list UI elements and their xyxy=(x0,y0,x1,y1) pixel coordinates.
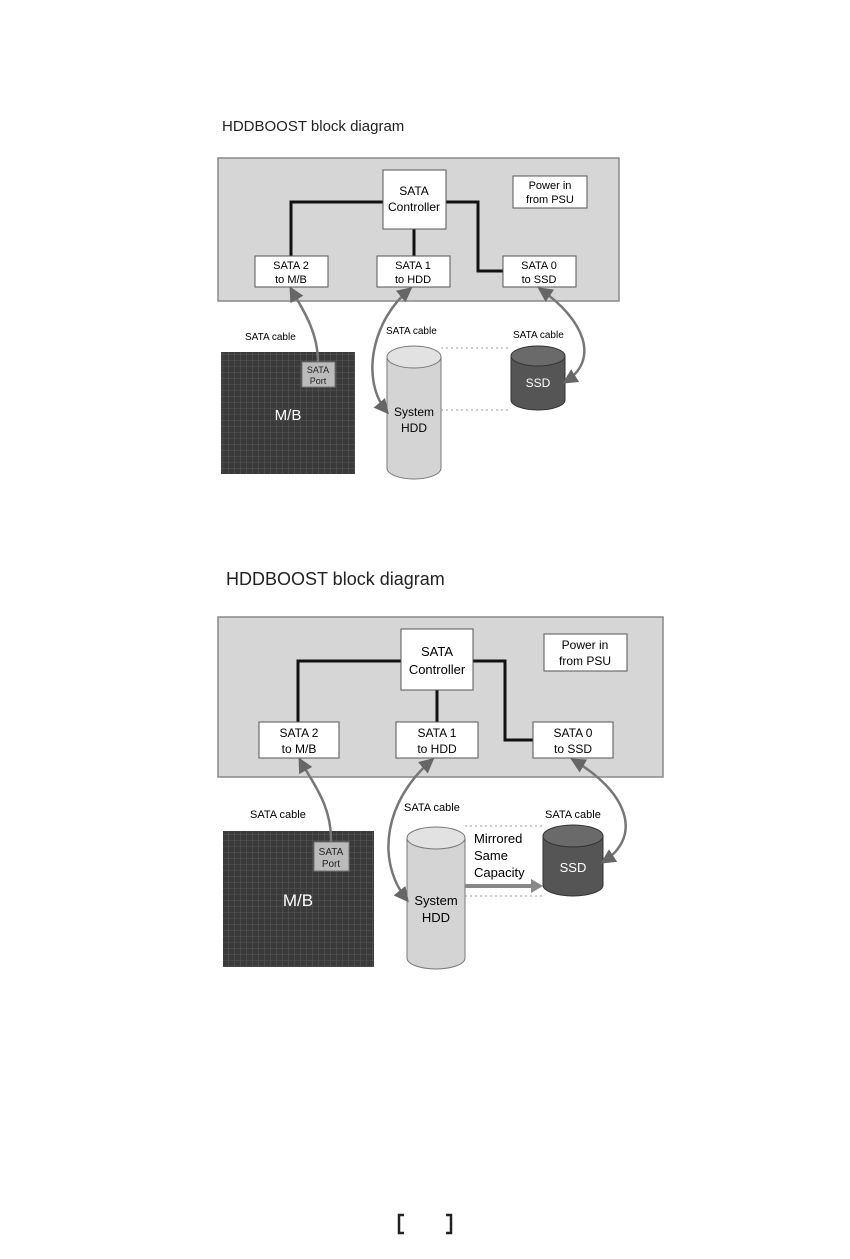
svg-text:System: System xyxy=(394,405,434,419)
hddboost-diagrams: HDDBOOST block diagram SATA Controller P… xyxy=(217,118,664,970)
power-in-label: Power in from PSU xyxy=(512,175,588,209)
dotted-guide xyxy=(465,825,543,897)
svg-text:to SSD: to SSD xyxy=(554,742,592,756)
svg-text:SATA: SATA xyxy=(319,847,344,858)
system-hdd: System HDD xyxy=(386,345,442,480)
cable-mb xyxy=(298,757,333,843)
svg-text:SSD: SSD xyxy=(526,376,551,390)
cable-ssd xyxy=(537,287,586,384)
cable-mb xyxy=(289,286,320,363)
svg-text:from PSU: from PSU xyxy=(526,194,574,206)
svg-text:to SSD: to SSD xyxy=(522,274,557,286)
wire-to-sata2 xyxy=(296,659,401,722)
svg-text:SATA: SATA xyxy=(399,184,429,198)
wire-to-sata0 xyxy=(473,659,533,742)
cable-label-mb: SATA cable xyxy=(245,332,296,343)
mb-label: M/B xyxy=(275,407,302,424)
svg-text:to HDD: to HDD xyxy=(417,742,457,756)
power-in-label: Power in from PSU xyxy=(543,633,628,672)
cable-label-hdd: SATA cable xyxy=(386,326,437,337)
svg-text:to M/B: to M/B xyxy=(282,742,317,756)
svg-text:Capacity: Capacity xyxy=(474,865,525,880)
svg-text:SATA 0: SATA 0 xyxy=(521,260,557,272)
mirror-arrowhead xyxy=(531,879,543,893)
svg-text:SATA 2: SATA 2 xyxy=(280,726,319,740)
diagram-1: HDDBOOST block diagram SATA Controller P… xyxy=(217,118,620,480)
cable-label-ssd: SATA cable xyxy=(513,330,564,341)
wire-to-sata2 xyxy=(289,200,383,256)
sata-controller: SATA Controller xyxy=(400,628,474,691)
diagram-2: HDDBOOST block diagram SATA Controller P… xyxy=(217,569,664,970)
svg-text:Controller: Controller xyxy=(388,200,440,214)
mirror-label: Mirrored Same Capacity xyxy=(474,831,525,880)
svg-text:Port: Port xyxy=(322,859,341,870)
cable-hdd xyxy=(371,287,413,415)
page-number-brackets xyxy=(397,1213,453,1235)
diagram-title: HDDBOOST block diagram xyxy=(222,118,404,135)
cable-hdd xyxy=(387,758,435,903)
svg-text:SATA 1: SATA 1 xyxy=(395,260,431,272)
port-sata2-mb: SATA 2 to M/B xyxy=(258,721,340,759)
cable-label-mb: SATA cable xyxy=(250,809,306,821)
dotted-guide xyxy=(441,347,511,411)
svg-text:from PSU: from PSU xyxy=(559,654,611,668)
svg-text:to HDD: to HDD xyxy=(395,274,431,286)
port-sata0-ssd: SATA 0 to SSD xyxy=(502,255,577,288)
svg-text:Power in: Power in xyxy=(529,180,572,192)
svg-text:HDD: HDD xyxy=(401,421,427,435)
wire-to-sata0 xyxy=(446,200,503,273)
diagram-title: HDDBOOST block diagram xyxy=(226,569,445,589)
svg-text:SATA 1: SATA 1 xyxy=(418,726,457,740)
ssd-drive: SSD xyxy=(510,345,566,411)
cable-ssd xyxy=(570,758,627,864)
port-sata1-hdd: SATA 1 to HDD xyxy=(395,721,479,759)
mb-sata-port xyxy=(313,841,350,872)
port-sata0-ssd: SATA 0 to SSD xyxy=(532,721,614,759)
svg-text:System: System xyxy=(414,893,457,908)
svg-text:Port: Port xyxy=(310,376,327,386)
motherboard: SATA Port M/B xyxy=(223,831,374,967)
svg-text:Mirrored: Mirrored xyxy=(474,831,522,846)
ssd-drive: SSD xyxy=(542,824,604,897)
svg-text:SATA 0: SATA 0 xyxy=(554,726,593,740)
sata-controller: SATA Controller xyxy=(382,169,447,230)
svg-text:SSD: SSD xyxy=(560,860,587,875)
svg-text:HDD: HDD xyxy=(422,910,450,925)
svg-text:Same: Same xyxy=(474,848,508,863)
svg-text:SATA: SATA xyxy=(421,644,453,659)
svg-text:SATA 2: SATA 2 xyxy=(273,260,309,272)
system-hdd: System HDD xyxy=(406,826,466,970)
svg-text:Power in: Power in xyxy=(562,638,609,652)
port-sata1-hdd: SATA 1 to HDD xyxy=(376,255,451,288)
svg-text:SATA: SATA xyxy=(307,365,329,375)
motherboard: SATA Port M/B xyxy=(221,352,355,474)
svg-text:to M/B: to M/B xyxy=(275,274,307,286)
mb-sata-port xyxy=(301,361,336,388)
port-sata2-mb: SATA 2 to M/B xyxy=(254,255,329,288)
mb-label: M/B xyxy=(283,891,313,910)
cable-label-ssd: SATA cable xyxy=(545,809,601,821)
svg-text:Controller: Controller xyxy=(409,662,466,677)
cable-label-hdd: SATA cable xyxy=(404,802,460,814)
